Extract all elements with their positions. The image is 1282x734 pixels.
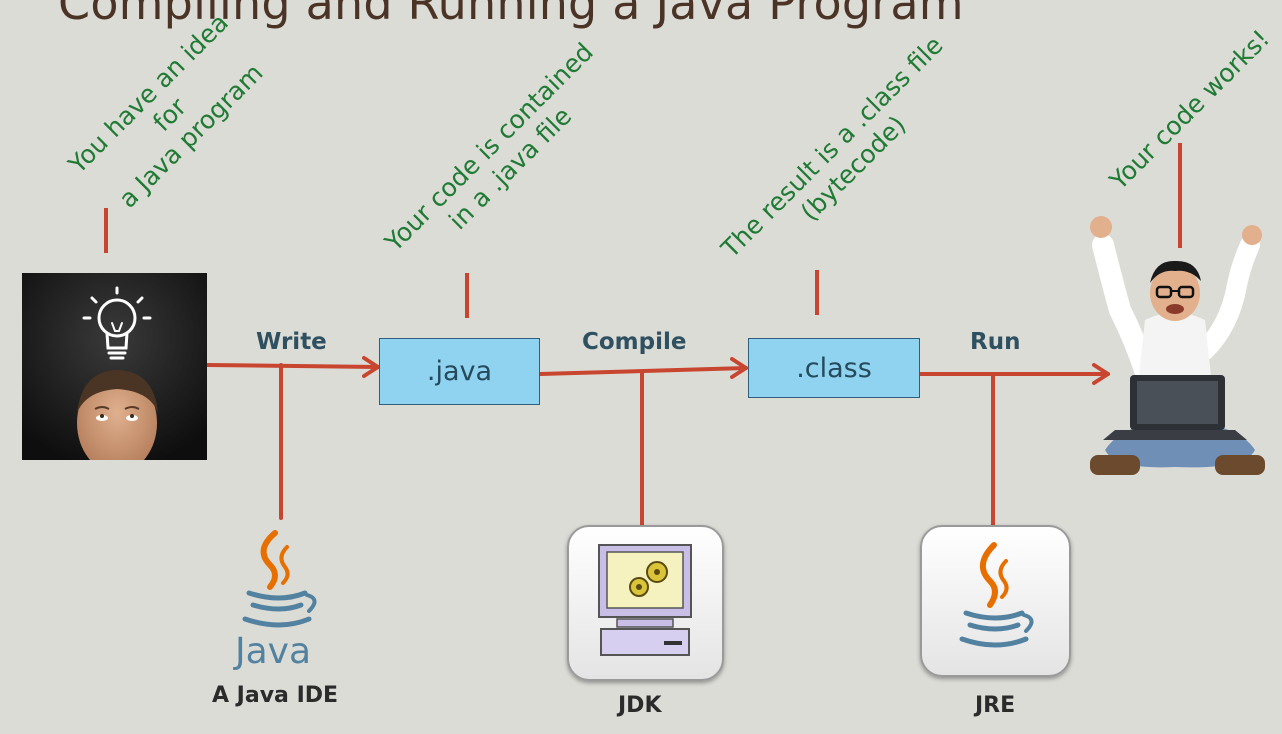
java-logo: Java (233, 530, 317, 670)
jre-icon (920, 525, 1071, 677)
compile-arrowhead (730, 357, 748, 379)
run-arrowhead (1092, 363, 1110, 385)
idea-tick (104, 208, 108, 253)
result-tick (815, 270, 819, 315)
java-logo-text: Java (233, 631, 311, 670)
computer-gears-icon (598, 544, 692, 656)
jre-label: JRE (975, 693, 1016, 718)
class-file-box: .class (748, 338, 920, 398)
write-arrowhead (362, 356, 380, 378)
works-tick (1178, 143, 1182, 248)
run-label: Run (970, 329, 1021, 355)
jdk-icon (567, 525, 724, 681)
idea-photo (22, 273, 207, 460)
compile-label: Compile (582, 329, 687, 355)
ide-label: A Java IDE (212, 683, 339, 708)
jdk-label: JDK (618, 693, 662, 718)
slide-title: Compiling and Running a Java Program (58, 0, 964, 30)
write-label: Write (256, 329, 327, 355)
write-arrow-line (205, 363, 380, 369)
lightbulb-icon (82, 286, 152, 360)
java-file-box: .java (379, 338, 540, 405)
code-tick (465, 273, 469, 318)
celebrating-person-photo (1090, 216, 1265, 475)
java-coffee-cup-icon (959, 542, 1034, 648)
java-coffee-cup-icon (242, 530, 317, 628)
